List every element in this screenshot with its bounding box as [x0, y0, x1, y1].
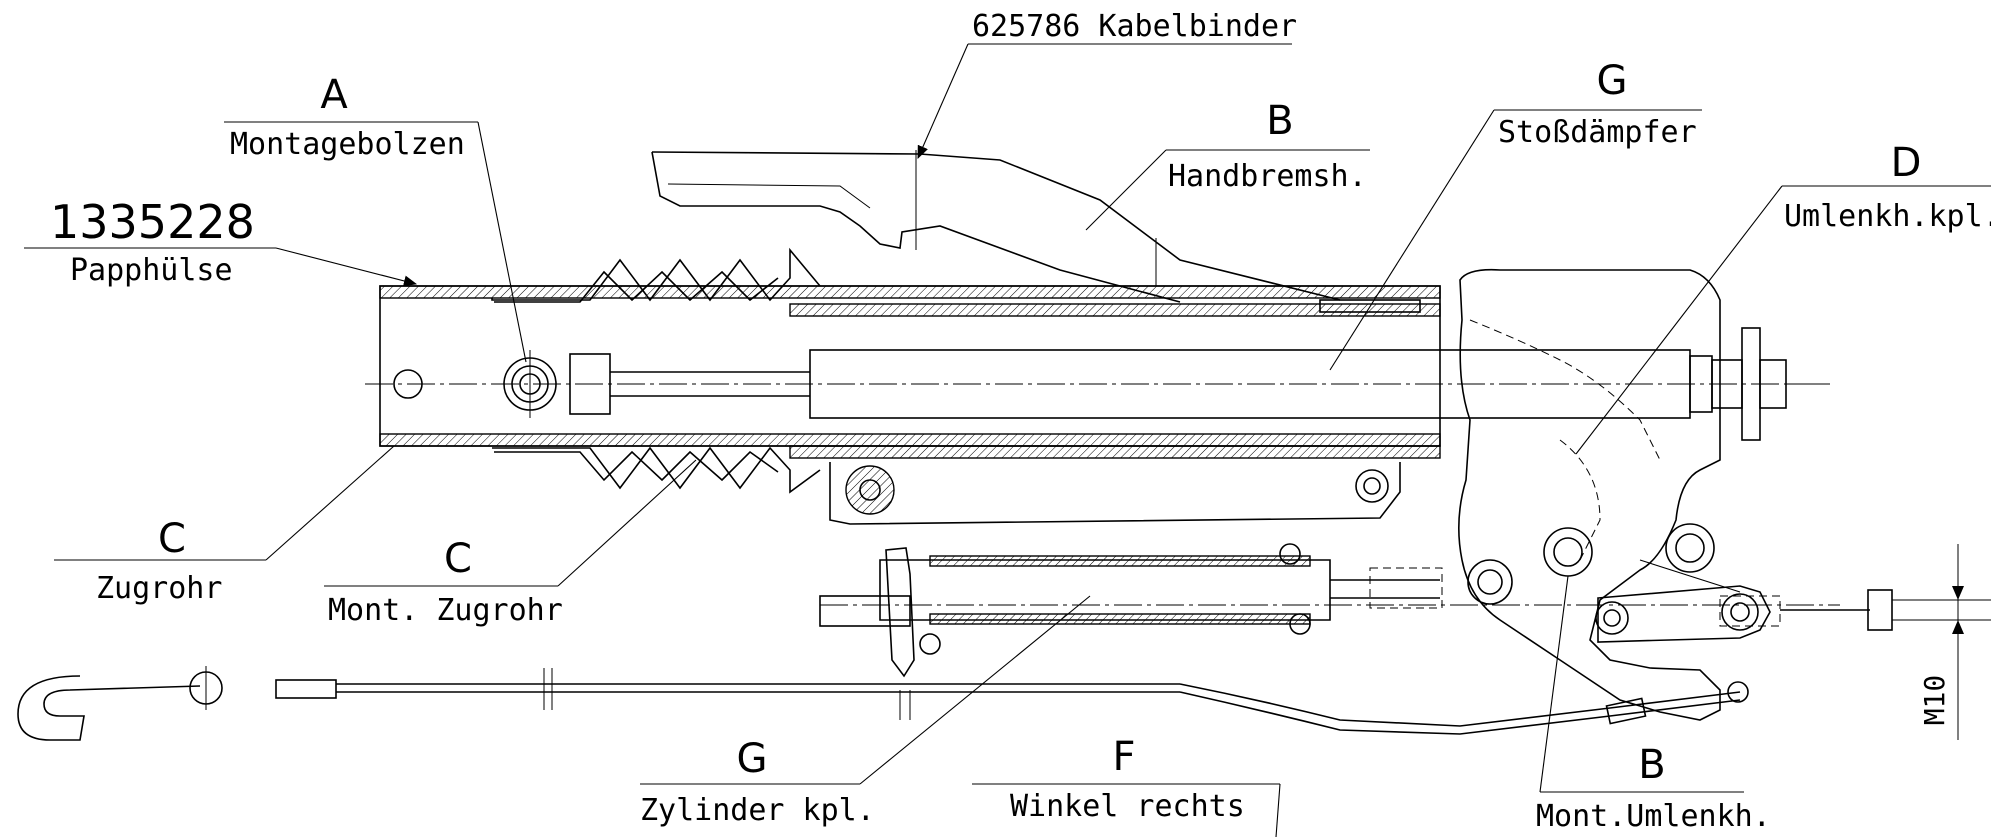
montagebolzen-bolt	[503, 350, 557, 418]
label-b2-letter: B	[1638, 742, 1665, 788]
label-a-text: Montagebolzen	[230, 127, 465, 162]
zylinder	[819, 543, 1840, 720]
label-c1-letter: C	[158, 516, 186, 562]
bellows-upper	[491, 247, 821, 303]
label-b1-letter: B	[1266, 98, 1293, 144]
umlenkhebel	[1458, 268, 1771, 721]
leader-lines	[24, 43, 1991, 837]
label-b2-text: Mont.Umlenkh.	[1536, 799, 1771, 834]
label-c2-letter: C	[444, 536, 472, 582]
zugrohr-tube	[379, 285, 1441, 447]
m10-label: M10	[1918, 675, 1951, 726]
right-rod-end	[1719, 589, 1991, 631]
label-c2-text: Mont. Zugrohr	[328, 593, 563, 628]
label-d-letter: D	[1891, 140, 1922, 186]
breakaway-cable	[17, 666, 1749, 741]
label-f-letter: F	[1112, 734, 1135, 780]
part-number-label: 1335228	[50, 195, 255, 249]
label-f-text: Winkel rechts	[1010, 789, 1245, 824]
stossdaempfer	[569, 327, 1826, 441]
label-b1-text: Handbremsh.	[1168, 159, 1367, 194]
label-g2-text: Zylinder kpl.	[640, 793, 875, 828]
label-a-letter: A	[320, 72, 348, 118]
lower-bracket	[829, 462, 1401, 525]
m10-dimension	[1944, 544, 1991, 740]
labels: 625786 Kabelbinder A Montagebolzen B Han…	[50, 9, 1991, 834]
label-g1-text: Stoßdämpfer	[1498, 115, 1697, 150]
bellows-lower	[492, 446, 821, 494]
label-c1-text: Zugrohr	[96, 571, 222, 606]
handbrake-lever	[651, 150, 1341, 303]
papphuelse-label: Papphülse	[70, 253, 233, 288]
label-g2-letter: G	[737, 736, 768, 782]
label-g1-letter: G	[1597, 58, 1628, 104]
housing-tube	[789, 299, 1441, 459]
kabelbinder-label: 625786 Kabelbinder	[972, 9, 1297, 44]
label-d-text: Umlenkh.kpl.	[1784, 199, 1991, 234]
